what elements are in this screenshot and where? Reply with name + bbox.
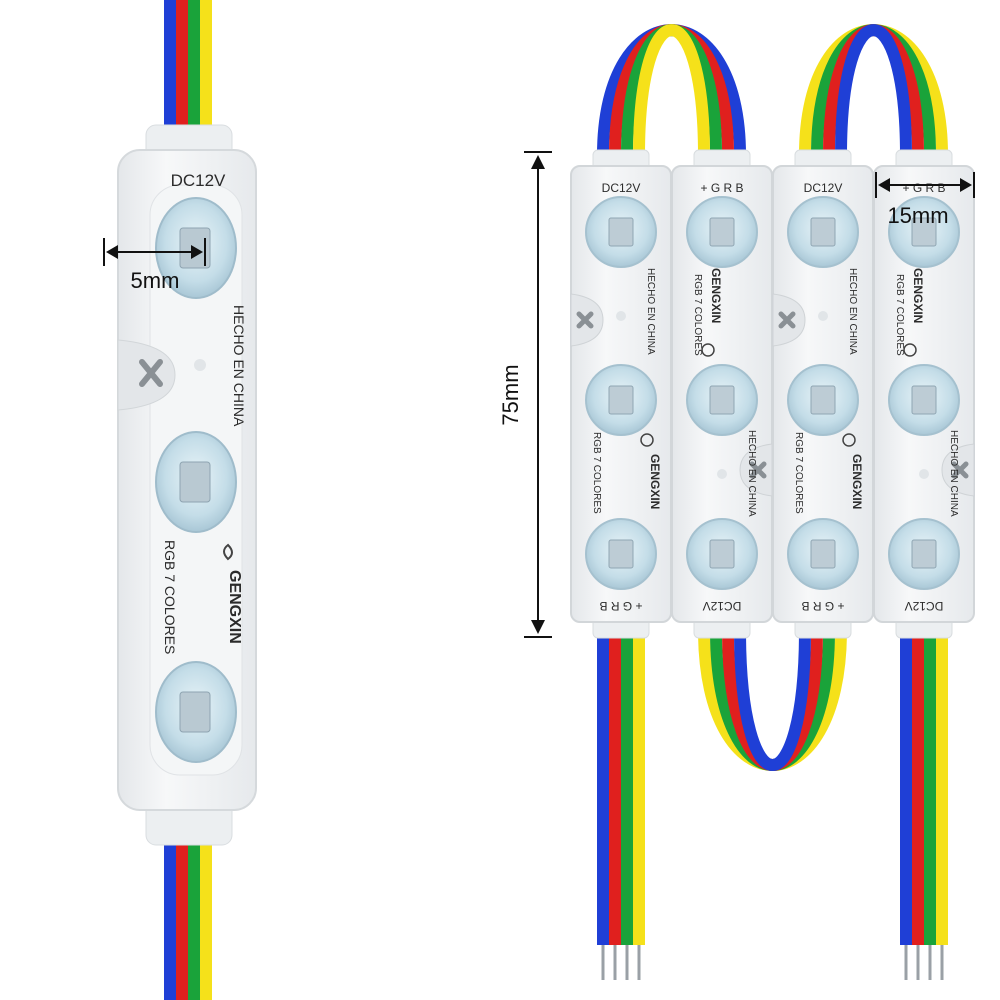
led-lens bbox=[686, 196, 758, 268]
led-module: + G R B DC12V HECHO EN CHINA RGB 7 COLORES G… bbox=[671, 149, 773, 639]
led-lens bbox=[787, 364, 859, 436]
array-wires bbox=[597, 24, 948, 980]
wire-loop bbox=[835, 24, 912, 156]
brand-label: GENGXIN bbox=[709, 268, 723, 323]
rgb-label: RGB 7 COLORES bbox=[692, 274, 703, 356]
wire-pin bbox=[613, 945, 617, 980]
brand-label: GENGXIN bbox=[648, 454, 662, 509]
wire-loop bbox=[734, 629, 811, 771]
wire-pin bbox=[904, 945, 908, 980]
rgb-label: RGB 7 COLORES bbox=[793, 432, 804, 514]
lens-width-label: 5mm bbox=[131, 268, 180, 293]
wire-strand bbox=[188, 840, 200, 1000]
led-module: + G R B DC12V HECHO EN CHINA RGB 7 COLORES G… bbox=[873, 149, 975, 639]
led-lens bbox=[888, 196, 960, 268]
large-module: DC12V HECHO EN CHINA RGB 7 COLORES GENGX… bbox=[117, 124, 257, 846]
wire-pin bbox=[625, 945, 629, 980]
wire-pin bbox=[940, 945, 944, 980]
screw-cross-icon bbox=[576, 311, 594, 329]
module-array: DC12V + G R B HECHO EN CHINA RGB 7 COLORES G… bbox=[570, 149, 975, 639]
rgb-label: RGB 7 COLORES bbox=[162, 540, 178, 654]
made-in-label: HECHO EN CHINA bbox=[645, 268, 656, 355]
lens-width-dimension: 5mm bbox=[103, 238, 206, 293]
module-top-label: + G R B bbox=[700, 181, 743, 195]
module-bottom-label: DC12V bbox=[703, 599, 742, 613]
brand-label: GENGXIN bbox=[226, 570, 243, 644]
led-lens bbox=[585, 518, 657, 590]
rgb-label: RGB 7 COLORES bbox=[591, 432, 602, 514]
wire-strand bbox=[200, 840, 212, 1000]
made-in-label: HECHO EN CHINA bbox=[847, 268, 858, 355]
wire-strand bbox=[633, 620, 645, 945]
led-module: DC12V + G R B HECHO EN CHINA RGB 7 COLORES G… bbox=[570, 149, 672, 639]
wire-strand bbox=[936, 620, 948, 945]
screw-cross-icon bbox=[951, 461, 969, 479]
wire-strand bbox=[597, 620, 609, 945]
led-lens bbox=[585, 196, 657, 268]
wire-pin bbox=[601, 945, 605, 980]
large-module-wires bbox=[164, 0, 212, 1000]
brand-logo-icon bbox=[701, 343, 715, 357]
led-lens bbox=[787, 518, 859, 590]
wire-strand bbox=[176, 0, 188, 130]
made-in-label: HECHO EN CHINA bbox=[948, 430, 959, 517]
led-lens bbox=[585, 364, 657, 436]
screw-cross-icon bbox=[778, 311, 796, 329]
wire-strand bbox=[200, 0, 212, 130]
made-in-label: HECHO EN CHINA bbox=[746, 430, 757, 517]
led-lens bbox=[888, 364, 960, 436]
brand-label: GENGXIN bbox=[850, 454, 864, 509]
wire-pin bbox=[637, 945, 641, 980]
wire-pin bbox=[928, 945, 932, 980]
width-dimension: 15mm bbox=[875, 172, 975, 228]
led-lens bbox=[787, 196, 859, 268]
led-lens bbox=[155, 661, 237, 763]
led-lens bbox=[155, 431, 237, 533]
wire-strand bbox=[176, 840, 188, 1000]
height-dimension: 75mm bbox=[498, 151, 552, 638]
led-lens bbox=[686, 364, 758, 436]
led-lens bbox=[888, 518, 960, 590]
screw-cross-icon bbox=[749, 461, 767, 479]
width-label: 15mm bbox=[887, 203, 948, 228]
module-top-label: + G R B bbox=[902, 181, 945, 195]
voltage-label: DC12V bbox=[171, 171, 226, 190]
screw-cross-icon bbox=[139, 359, 163, 387]
wire-strand bbox=[924, 620, 936, 945]
wire-strand bbox=[164, 0, 176, 130]
wire-strand bbox=[609, 620, 621, 945]
brand-logo-icon bbox=[842, 433, 856, 447]
height-label: 75mm bbox=[498, 364, 523, 425]
rgb-label: RGB 7 COLORES bbox=[894, 274, 905, 356]
module-top-label: DC12V bbox=[804, 181, 843, 195]
made-in-label: HECHO EN CHINA bbox=[231, 305, 247, 427]
wire-strand bbox=[912, 620, 924, 945]
brand-label: GENGXIN bbox=[911, 268, 925, 323]
module-bottom-label: DC12V bbox=[905, 599, 944, 613]
brand-logo-icon bbox=[640, 433, 654, 447]
module-bottom-label: + G R B bbox=[801, 599, 844, 613]
led-module: DC12V + G R B HECHO EN CHINA RGB 7 COLORES G… bbox=[772, 149, 874, 639]
wire-strand bbox=[621, 620, 633, 945]
wire-strand bbox=[188, 0, 200, 130]
led-lens bbox=[686, 518, 758, 590]
module-top-label: DC12V bbox=[602, 181, 641, 195]
wire-strand bbox=[164, 840, 176, 1000]
module-bottom-label: + G R B bbox=[599, 599, 642, 613]
wire-strand bbox=[900, 620, 912, 945]
wire-loop bbox=[633, 24, 710, 156]
brand-logo-icon bbox=[903, 343, 917, 357]
brand-logo-icon bbox=[223, 543, 233, 561]
wire-pin bbox=[916, 945, 920, 980]
